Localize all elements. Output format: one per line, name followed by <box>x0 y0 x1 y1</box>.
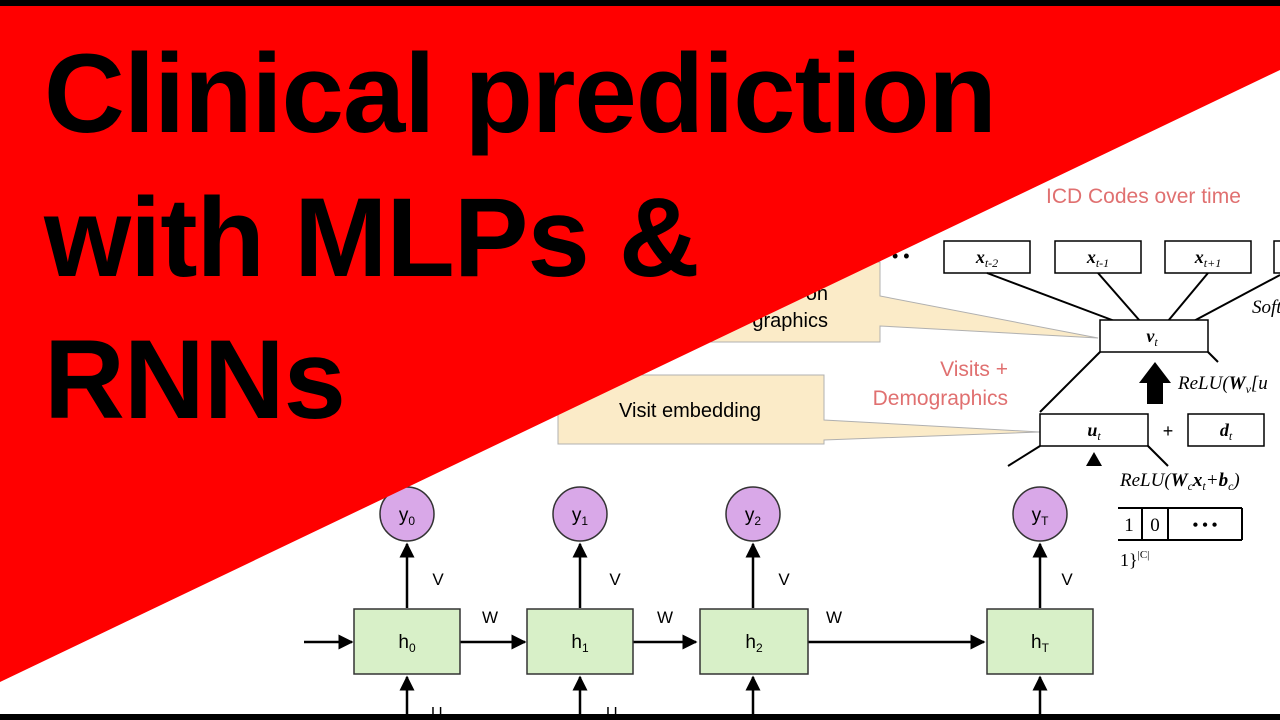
hidden-node-hT <box>986 608 1094 675</box>
svg-text:h0: h0 <box>398 632 416 655</box>
code-node-clipped <box>1273 240 1280 274</box>
callout-visit-embedding: Visit embedding <box>557 374 1041 445</box>
code-node-t-1: xt-1 <box>1054 240 1142 274</box>
svg-text:h1: h1 <box>571 632 589 655</box>
hidden-node-h0 <box>353 608 461 675</box>
relu-up-arrow <box>1139 362 1171 404</box>
rnn-step-2: V y2 h2 <box>699 486 809 714</box>
plus-sign: + <box>1163 421 1174 441</box>
svg-text:V: V <box>432 570 444 589</box>
svg-text:dt: dt <box>1220 420 1233 443</box>
w-label-1: W <box>657 608 673 627</box>
rnn-step-1: V y1 h1 U <box>526 486 634 714</box>
svg-text:U: U <box>606 705 618 714</box>
relu-c-formula: ReLU(Wcxt+bc) <box>1119 470 1240 493</box>
relu-c-arrow <box>1086 452 1102 466</box>
hidden-node-h2 <box>699 608 809 675</box>
svg-text:vt: vt <box>1146 326 1158 349</box>
rnn-step-T: V yT hT <box>986 486 1094 714</box>
output-node-y2 <box>725 486 781 542</box>
code-node-t-2: xt-2 <box>943 240 1031 274</box>
svg-text:V: V <box>609 570 621 589</box>
relu-v-formula: ReLU(Wv[u <box>1177 373 1268 396</box>
lower-trapezoid-edges <box>1007 445 1169 467</box>
embedding-diagram: ICD Codes over time • • xt-2 xt-1 xt+1 <box>557 185 1280 570</box>
visits-demographics-label-line2: Demographics <box>873 387 1008 410</box>
svg-text:yT: yT <box>1032 505 1050 528</box>
visits-demographics-label-line1: Visits + <box>940 358 1008 381</box>
svg-text:V: V <box>778 570 790 589</box>
svg-text:xt-2: xt-2 <box>975 247 998 270</box>
hidden-node-h1 <box>526 608 634 675</box>
svg-text:y2: y2 <box>745 505 762 528</box>
svg-text:h2: h2 <box>745 632 763 655</box>
headline-line-2: with MLPs & <box>44 175 700 300</box>
code-edges <box>986 272 1280 324</box>
svg-text:xt-1: xt-1 <box>1086 247 1109 270</box>
trapezoid-edges <box>1039 351 1219 413</box>
svg-text:• • •: • • • <box>1193 517 1218 534</box>
svg-text:U: U <box>431 705 443 714</box>
svg-text:0: 0 <box>1150 515 1160 536</box>
svg-text:y0: y0 <box>399 505 416 528</box>
w-label-2: W <box>826 608 842 627</box>
rnn-step-0: V y0 h0 U <box>353 486 461 714</box>
softmax-label: Soft <box>1252 297 1280 318</box>
svg-text:1}|C|: 1}|C| <box>1120 549 1149 570</box>
svg-text:xt+1: xt+1 <box>1194 247 1221 270</box>
network-diagrams: ICD Codes over time • • xt-2 xt-1 xt+1 <box>304 185 1280 714</box>
icd-codes-header: ICD Codes over time <box>1046 185 1241 208</box>
svg-text:Visit embedding: Visit embedding <box>619 400 761 422</box>
headline-line-1: Clinical prediction <box>44 31 997 156</box>
u-node: ut <box>1039 413 1149 447</box>
svg-text:y1: y1 <box>572 505 589 528</box>
visit-node: vt <box>1099 319 1209 353</box>
headline-line-3: RNNs <box>44 317 346 442</box>
svg-text:V: V <box>1061 570 1073 589</box>
svg-text:1: 1 <box>1124 515 1134 536</box>
w-label-0: W <box>482 608 498 627</box>
svg-text:graphics: graphics <box>752 310 828 332</box>
output-node-y1 <box>552 486 608 542</box>
rnn-diagram: W W W V y0 h0 U V y1 h1 <box>304 486 1094 714</box>
svg-text:ut: ut <box>1087 420 1101 443</box>
svg-text:hT: hT <box>1031 632 1050 655</box>
thumbnail-canvas: ICD Codes over time • • xt-2 xt-1 xt+1 <box>0 6 1280 714</box>
d-node: dt <box>1187 413 1265 447</box>
input-vector: 1 0 • • • 1}|C| <box>1118 507 1243 570</box>
code-node-t+1: xt+1 <box>1164 240 1252 274</box>
output-node-yT <box>1012 486 1068 542</box>
